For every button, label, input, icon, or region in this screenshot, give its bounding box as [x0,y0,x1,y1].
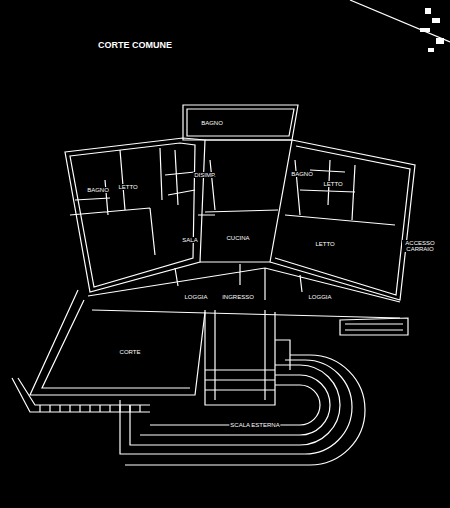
wing-wall [70,143,195,287]
room-label: CUCINA [225,235,250,241]
room-label: BAGNO [200,120,224,126]
room-label: BAGNO [290,171,314,177]
room-label: LETTO [117,184,138,190]
stair-curve [150,385,320,425]
room-label: LETTO [314,241,335,247]
stair [205,310,290,405]
loggia-wall [88,264,400,318]
plan-title: CORTE COMUNE [97,41,173,50]
room-label: LETTO [322,181,343,187]
courtyard-wall [30,290,205,395]
room-label: CORTE [119,349,142,355]
room-label: BAGNO [86,187,110,193]
ramp [340,318,408,335]
room-label: LOGGIA [183,294,208,300]
stair-curve [130,365,340,445]
wing-wall [270,140,415,300]
room-label: INGRESSO [221,294,255,300]
stair-curve [125,355,365,465]
wing-wall [65,138,205,292]
noise [420,8,444,52]
interior-wall [275,146,410,295]
stair-curve [120,360,352,454]
room-wall [187,109,294,136]
room-label: LOGGIA [307,294,332,300]
room-label: SCALA ESTERNA [229,422,280,428]
interior-wall [70,148,195,255]
room-label: DISIMP. [193,172,217,178]
room-label: SALA [181,237,198,243]
room-wall [183,105,298,140]
stair-edge [12,378,150,412]
stair-curve [140,375,330,435]
interior-wall [198,160,278,215]
interior-wall [285,160,395,225]
room-label: ACCESSO CARRAIO [402,240,438,252]
stair-steps [40,405,140,412]
